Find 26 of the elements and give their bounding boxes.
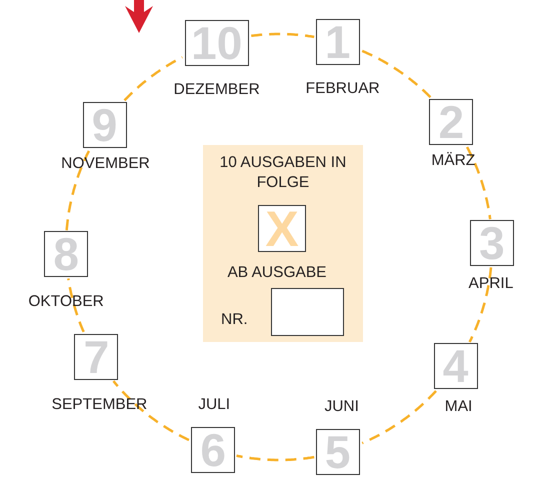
month-label: APRIL <box>468 275 514 294</box>
month-label: OKTOBER <box>28 293 104 312</box>
month-label: JULI <box>198 396 230 414</box>
month-label: DEZEMBER <box>174 81 260 100</box>
dashed-connector <box>362 50 432 99</box>
dashed-connector <box>468 267 492 343</box>
month-label: FEBRUAR <box>306 80 380 98</box>
dashed-connector <box>124 56 183 102</box>
dashed-connector <box>466 146 492 220</box>
month-label: MAI <box>444 398 472 416</box>
panel-text: AB AUSGABE <box>226 263 328 283</box>
month-label: NOVEMBER <box>61 154 150 173</box>
checkbox: X <box>258 205 306 252</box>
dashed-connector <box>362 390 437 444</box>
field-label: NR. <box>221 310 248 330</box>
input-field <box>271 288 344 336</box>
month-label: SEPTEMBER <box>52 396 148 414</box>
dashed-connector <box>236 454 314 462</box>
month-label: MÄRZ <box>431 152 476 170</box>
panel-text: 10 AUSGABEN IN FOLGE <box>218 153 348 193</box>
info-panel <box>203 145 363 342</box>
dashed-connector <box>112 380 190 442</box>
month-label: JUNI <box>324 398 359 416</box>
dashed-connector <box>65 150 90 230</box>
dashed-connector <box>67 278 85 332</box>
dashed-connector <box>251 32 314 38</box>
